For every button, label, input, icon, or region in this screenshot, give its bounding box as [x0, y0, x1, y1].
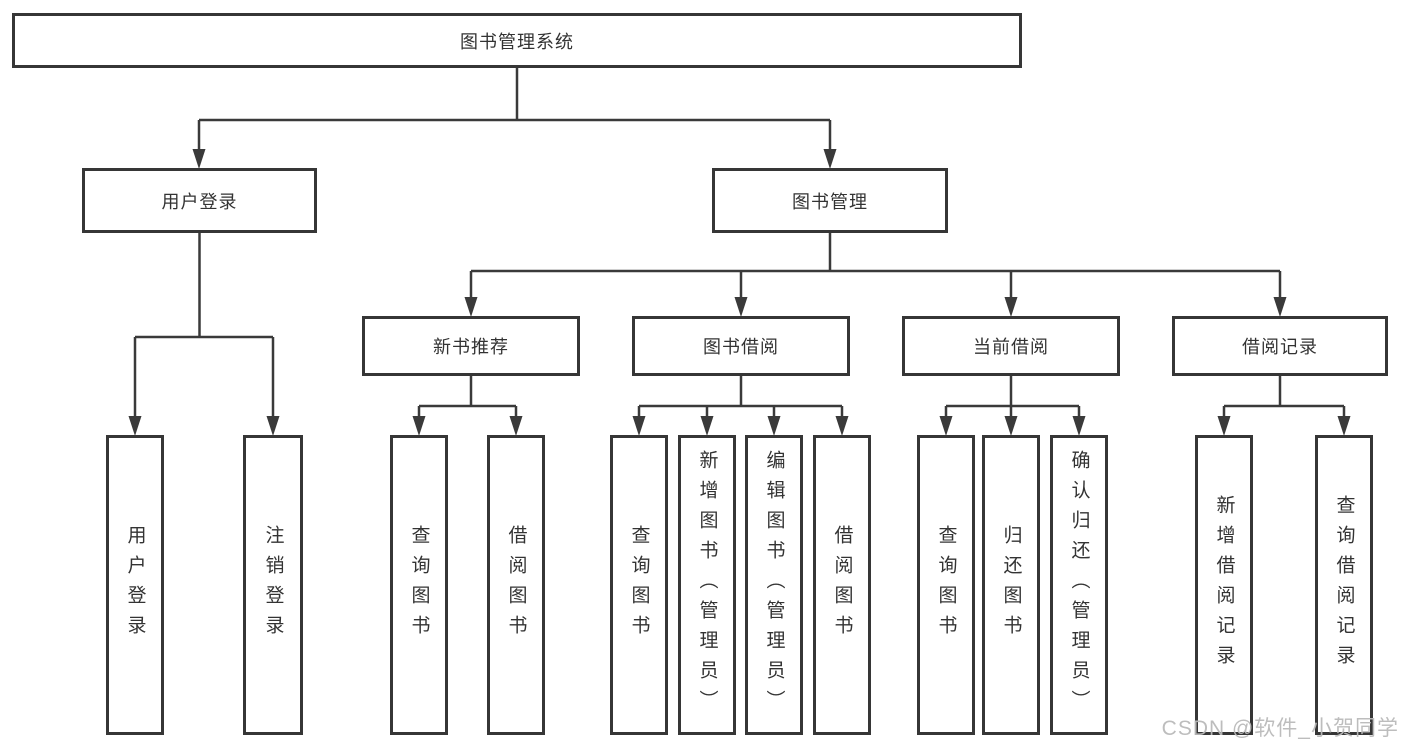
node-label: 图书借阅 — [703, 337, 779, 357]
leaf-borrow-books-recommend: 借阅图书 — [487, 435, 545, 735]
leaf-borrow-books: 借阅图书 — [813, 435, 871, 735]
leaf-label: 归还图书 — [1000, 525, 1022, 645]
arrowheads — [128, 149, 1351, 436]
node-book-borrow: 图书借阅 — [632, 316, 850, 376]
leaf-label: 注销登录 — [262, 525, 284, 645]
leaf-query-books-recommend: 查询图书 — [390, 435, 448, 735]
leaf-label: 查询图书 — [628, 525, 650, 645]
leaf-label: 新增图书（管理员） — [696, 450, 718, 720]
leaf-label: 查询图书 — [408, 525, 430, 645]
leaf-query-books-borrow: 查询图书 — [610, 435, 668, 735]
leaf-label: 编辑图书（管理员） — [763, 450, 785, 720]
leaf-user-login: 用户登录 — [106, 435, 164, 735]
leaf-confirm-return-admin: 确认归还（管理员） — [1050, 435, 1108, 735]
leaf-add-borrow-record: 新增借阅记录 — [1195, 435, 1253, 735]
node-borrow-records: 借阅记录 — [1172, 316, 1388, 376]
node-book-management: 图书管理 — [712, 168, 948, 233]
leaf-query-borrow-record: 查询借阅记录 — [1315, 435, 1373, 735]
leaf-edit-books-admin: 编辑图书（管理员） — [745, 435, 803, 735]
node-user-login: 用户登录 — [82, 168, 317, 233]
node-label: 借阅记录 — [1242, 337, 1318, 357]
node-new-book-recommend: 新书推荐 — [362, 316, 580, 376]
node-label: 当前借阅 — [973, 337, 1049, 357]
leaf-label: 新增借阅记录 — [1213, 495, 1235, 675]
node-current-borrow: 当前借阅 — [902, 316, 1120, 376]
leaf-add-books-admin: 新增图书（管理员） — [678, 435, 736, 735]
node-label: 用户登录 — [161, 191, 238, 212]
leaf-label: 查询图书 — [935, 525, 957, 645]
node-label: 图书管理系统 — [460, 31, 574, 52]
leaf-return-books: 归还图书 — [982, 435, 1040, 735]
leaf-query-books-current: 查询图书 — [917, 435, 975, 735]
leaf-label: 借阅图书 — [831, 525, 853, 645]
csdn-watermark: CSDN @软件_小贺同学 — [1161, 717, 1399, 740]
leaf-label: 用户登录 — [124, 525, 146, 645]
leaf-label: 查询借阅记录 — [1333, 495, 1355, 675]
leaf-label: 借阅图书 — [505, 525, 527, 645]
node-label: 新书推荐 — [433, 337, 509, 357]
node-label: 图书管理 — [792, 191, 868, 212]
leaf-label: 确认归还（管理员） — [1068, 450, 1090, 720]
leaf-logout: 注销登录 — [243, 435, 303, 735]
node-library-system: 图书管理系统 — [12, 13, 1022, 68]
